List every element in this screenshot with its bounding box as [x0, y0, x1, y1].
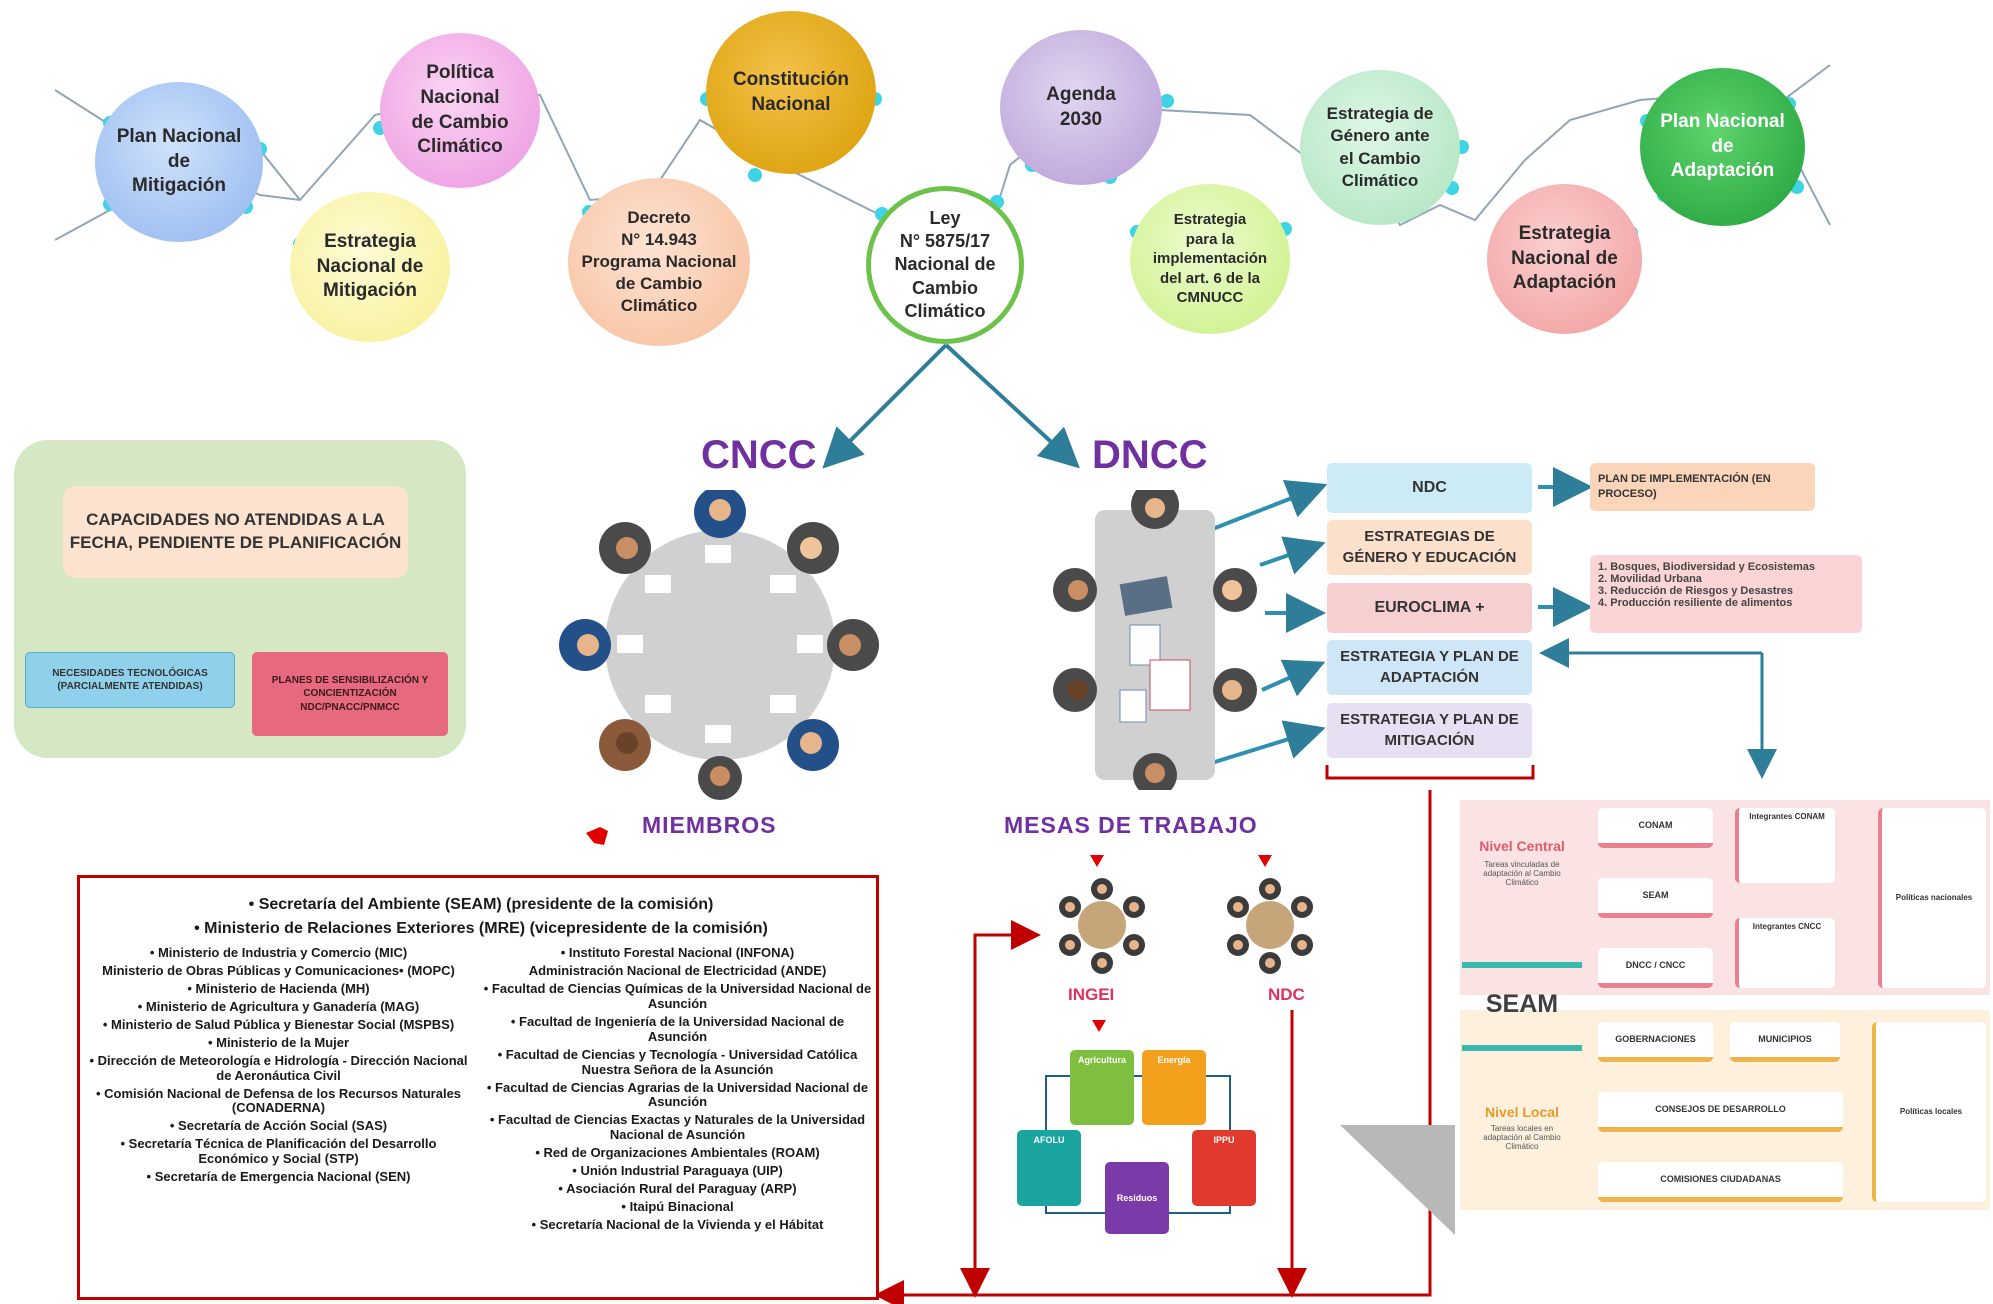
- ndc-table-icon: [1227, 878, 1313, 974]
- nivel-central-sub: Tareas vinculadas de adaptación al Cambi…: [1483, 860, 1561, 887]
- plan-implementacion-box: PLAN DE IMPLEMENTACIÓN (EN PROCESO): [1590, 463, 1815, 511]
- dncc-box-genero: ESTRATEGIAS DE GÉNERO Y EDUCACIÓN: [1327, 520, 1532, 575]
- nivel-local-sub: Tareas locales en adaptación al Cambio C…: [1483, 1124, 1561, 1151]
- member-mre: • Ministerio de Relaciones Exteriores (M…: [194, 920, 768, 937]
- miembros-heading: MIEMBROS: [642, 812, 777, 838]
- circle-estrategia-art6: Estrategia para la implementación del ar…: [1130, 184, 1290, 334]
- seam-dncc-box: DNCC / CNCC: [1598, 948, 1713, 988]
- member-item: • Secretaría de Acción Social (SAS): [169, 1118, 388, 1134]
- ingei-agricultura: Agricultura: [1070, 1050, 1134, 1125]
- ingei-ippu: IPPU: [1192, 1130, 1256, 1206]
- seam-municipios: MUNICIPIOS: [1730, 1022, 1840, 1062]
- circle-plan-mitigacion: Plan Nacional de Mitigación: [95, 82, 263, 242]
- ingei-afolu: AFOLU: [1017, 1130, 1081, 1206]
- member-item: • Secretaría de Emergencia Nacional (SEN…: [146, 1169, 411, 1185]
- mesas-heading: MESAS DE TRABAJO: [1004, 812, 1258, 838]
- member-item: • Dirección de Meteorología e Hidrología…: [89, 1052, 468, 1083]
- politicas-nacionales: Políticas nacionales: [1878, 808, 1986, 988]
- member-item: • Facultad de Ciencias Químicas de la Un…: [483, 980, 872, 1011]
- member-item: • Ministerio de Industria y Comercio (MI…: [149, 945, 408, 960]
- circle-agenda-2030: Agenda 2030: [1000, 30, 1162, 185]
- seam-comisiones: COMISIONES CIUDADANAS: [1598, 1162, 1843, 1202]
- circle-estrategia-adaptacion: Estrategia Nacional de Adaptación: [1487, 184, 1642, 334]
- member-item: • Unión Industrial Paraguaya (UIP): [572, 1163, 783, 1179]
- capacidades-necesidades: NECESIDADES TECNOLÓGICAS (PARCIALMENTE A…: [25, 652, 235, 708]
- seam-label: SEAM: [1485, 990, 1559, 1018]
- member-item: • Ministerio de la Mujer: [207, 1034, 350, 1050]
- integrantes-conam: Integrantes CONAM: [1735, 808, 1835, 883]
- euroclima-list: 1. Bosques, Biodiversidad y Ecosistemas …: [1590, 555, 1862, 633]
- member-item: • Ministerio de Hacienda (MH): [187, 980, 370, 996]
- members-box: • Secretaría del Ambiente (SEAM) (presid…: [77, 875, 879, 1300]
- capacidades-planes: PLANES DE SENSIBILIZACIÓN Y CONCIENTIZAC…: [252, 652, 448, 736]
- member-item: • Facultad de Ciencias Exactas y Natural…: [489, 1112, 866, 1143]
- ingei-residuos: Residuos: [1105, 1162, 1169, 1234]
- circle-ley: Ley N° 5875/17 Nacional de Cambio Climát…: [866, 186, 1024, 344]
- member-item: • Facultad de Ciencias y Tecnología - Un…: [497, 1046, 858, 1077]
- member-item: • Ministerio de Agricultura y Ganadería …: [137, 998, 420, 1014]
- seam-gobernaciones: GOBERNACIONES: [1598, 1022, 1713, 1062]
- integrantes-cncc: Integrantes CNCC: [1735, 918, 1835, 988]
- ingei-energia: Energía: [1142, 1050, 1206, 1125]
- member-item: • Instituto Forestal Nacional (INFONA): [560, 945, 795, 960]
- member-item: • Facultad de Ciencias Agrarias de la Un…: [486, 1079, 869, 1110]
- circle-politica-nacional: Política Nacional de Cambio Climático: [380, 33, 540, 188]
- ndc-small-label: NDC: [1268, 985, 1305, 1004]
- circle-constitucion: Constitución Nacional: [706, 11, 876, 174]
- capacidades-title: CAPACIDADES NO ATENDIDAS A LA FECHA, PEN…: [63, 486, 408, 578]
- cncc-heading: CNCC: [701, 433, 817, 477]
- timeline-dot: [1160, 94, 1174, 108]
- politicas-locales: Políticas locales: [1872, 1022, 1986, 1202]
- dncc-box-adaptacion: ESTRATEGIA Y PLAN DE ADAPTACIÓN: [1327, 640, 1532, 695]
- member-seam: • Secretaría del Ambiente (SEAM) (presid…: [248, 896, 714, 913]
- seam-divider-bottom: [1462, 1045, 1582, 1051]
- member-item: • Itaipú Binacional: [621, 1199, 734, 1215]
- members-right-column: • Instituto Forestal Nacional (INFONA) Ad…: [480, 945, 875, 1236]
- ingei-table-icon: [1059, 878, 1145, 974]
- euroclima-item: 3. Reducción de Riesgos y Desastres: [1598, 585, 1794, 597]
- ingei-label: INGEI: [1068, 985, 1115, 1004]
- dncc-meeting-illustration: [1053, 490, 1257, 790]
- dncc-heading: DNCC: [1092, 433, 1208, 477]
- seam-conam-box: CONAM: [1598, 808, 1713, 848]
- member-item: Ministerio de Obras Públicas y Comunicac…: [102, 962, 455, 978]
- seam-consejos: CONSEJOS DE DESARROLLO: [1598, 1092, 1843, 1132]
- members-left-column: • Ministerio de Industria y Comercio (MI…: [86, 945, 471, 1188]
- cncc-meeting-illustration: [559, 490, 879, 800]
- member-item: • Red de Organizaciones Ambientales (ROA…: [535, 1145, 820, 1161]
- dncc-box-mitigacion: ESTRATEGIA Y PLAN DE MITIGACIÓN: [1327, 703, 1532, 758]
- member-item: • Comisión Nacional de Defensa de los Re…: [95, 1085, 462, 1116]
- circle-estrategia-genero: Estrategia de Género ante el Cambio Clim…: [1300, 70, 1460, 225]
- euroclima-item: 2. Movilidad Urbana: [1598, 573, 1702, 585]
- seam-seam-box: SEAM: [1598, 878, 1713, 918]
- nivel-local-label: Nivel Local: [1485, 1104, 1559, 1120]
- member-item: • Facultad de Ingeniería de la Universid…: [510, 1013, 845, 1044]
- member-item: • Secretaría Nacional de la Vivienda y e…: [531, 1217, 824, 1232]
- circle-plan-adaptacion: Plan Nacional de Adaptación: [1640, 68, 1805, 226]
- member-item: • Ministerio de Salud Pública y Bienesta…: [102, 1016, 455, 1032]
- member-item: Administración Nacional de Electricidad …: [528, 962, 827, 978]
- nivel-central-label: Nivel Central: [1479, 838, 1565, 854]
- member-item: • Secretaría Técnica de Planificación de…: [120, 1136, 437, 1167]
- member-item: • Asociación Rural del Paraguay (ARP): [558, 1181, 797, 1197]
- euroclima-item: 1. Bosques, Biodiversidad y Ecosistemas: [1598, 561, 1816, 573]
- dncc-box-euroclima: EUROCLIMA +: [1327, 583, 1532, 633]
- timeline-dot: [748, 168, 762, 182]
- dncc-box-ndc: NDC: [1327, 463, 1532, 513]
- circle-estrategia-mitigacion: Estrategia Nacional de Mitigación: [290, 192, 450, 342]
- seam-divider-top: [1462, 962, 1582, 968]
- circle-decreto: Decreto N° 14.943 Programa Nacional de C…: [568, 178, 750, 346]
- euroclima-item: 4. Producción resiliente de alimentos: [1598, 597, 1793, 609]
